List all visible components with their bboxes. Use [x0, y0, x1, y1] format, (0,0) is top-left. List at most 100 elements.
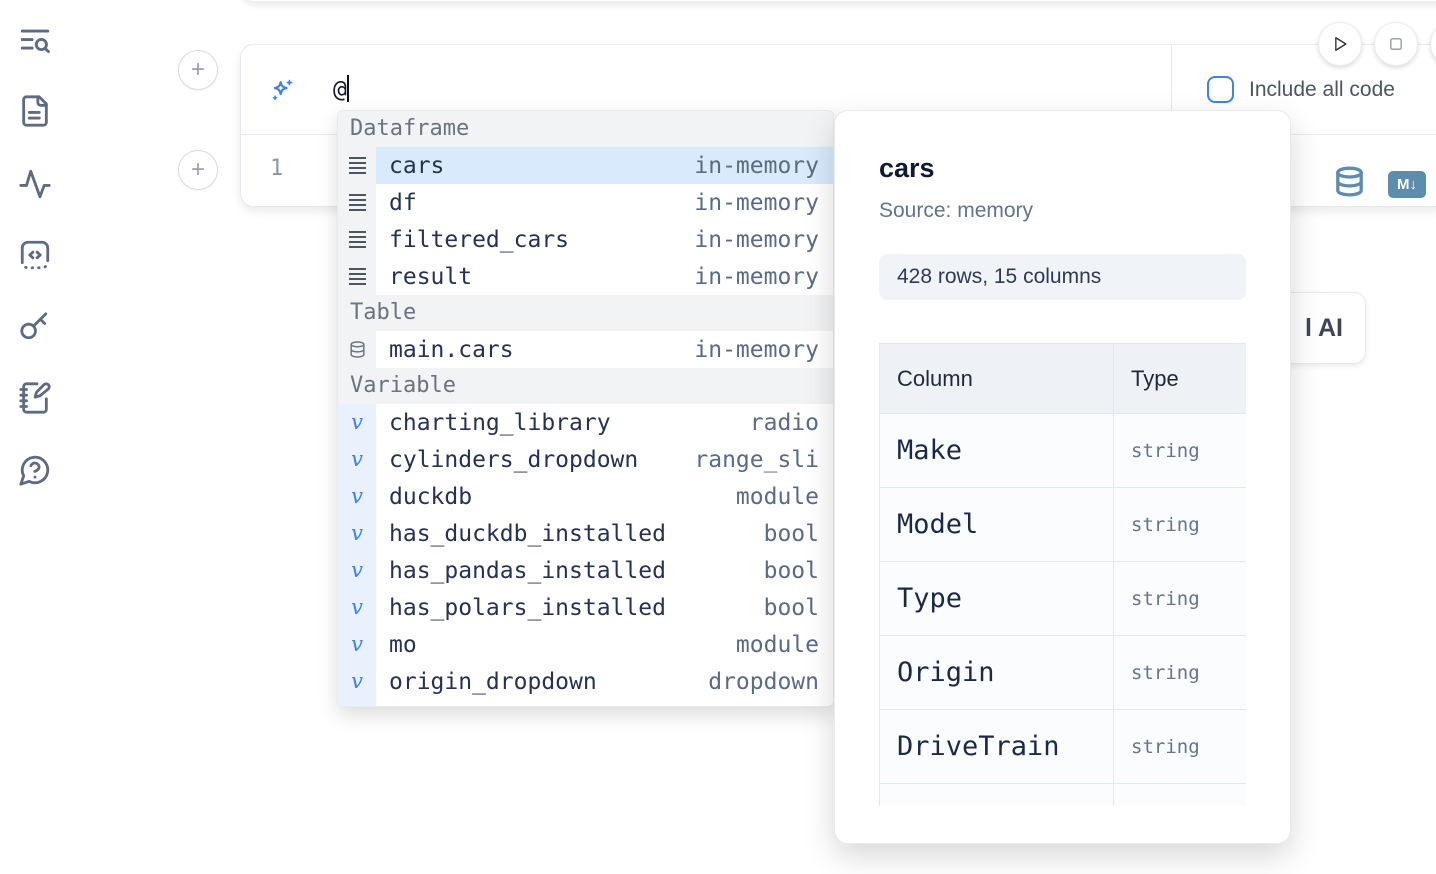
activity-icon[interactable] [17, 166, 53, 202]
column-name-cell: Model [879, 487, 1114, 562]
item-icon-cell: v [338, 404, 376, 441]
preview-shape-badge: 428 rows, 15 columns [879, 254, 1246, 300]
completion-item-result[interactable]: result in-memory [338, 258, 833, 295]
item-name: result [389, 263, 473, 290]
completion-section-header: Variable [338, 368, 833, 404]
item-type: module [735, 631, 819, 658]
preview-table-row [879, 783, 1246, 806]
column-name-cell: Origin [879, 635, 1114, 710]
add-cell-button-top[interactable]: + [178, 50, 218, 90]
item-name: has_duckdb_installed [389, 520, 666, 547]
item-icon-cell: v [338, 700, 376, 706]
item-icon-cell: v [338, 515, 376, 552]
text-cursor [346, 75, 349, 102]
add-cell-button-bottom[interactable]: + [178, 150, 218, 190]
column-type-cell: string [1113, 561, 1246, 636]
item-name: origin_dropdown [389, 668, 597, 695]
completion-item-pd[interactable]: vpdmodule [338, 700, 833, 707]
completion-item-cylinders_dropdown[interactable]: v cylinders_dropdown range_sli [338, 441, 833, 478]
item-name: filtered_cars [389, 226, 570, 253]
include-all-code-checkbox[interactable] [1207, 76, 1234, 103]
item-icon-cell: v [338, 626, 376, 663]
item-icon-cell [338, 221, 376, 258]
scratchpad-pen-icon[interactable] [17, 380, 53, 416]
item-name: charting_library [389, 409, 611, 436]
column-name-cell: Make [879, 413, 1114, 488]
dataframe-preview-popover: cars Source: memory 428 rows, 15 columns… [834, 110, 1291, 844]
file-document-icon[interactable] [17, 93, 53, 129]
column-type-cell: string [1113, 709, 1246, 784]
database-icon[interactable] [1333, 165, 1366, 203]
variable-icon: v [351, 410, 363, 434]
column-type-cell [1113, 783, 1246, 806]
item-name: has_pandas_installed [389, 557, 666, 584]
item-type: in-memory [694, 263, 819, 290]
item-icon-cell: v [338, 589, 376, 626]
ai-prompt-row: @ Include all code [241, 45, 1436, 134]
include-all-code-label: Include all code [1249, 77, 1395, 101]
ai-prompt-input[interactable]: @ [333, 75, 349, 103]
completion-item-has_pandas_installed[interactable]: v has_pandas_installed bool [338, 552, 833, 589]
item-type: module [735, 483, 819, 510]
divider [1171, 45, 1172, 134]
variable-icon: v [351, 558, 363, 582]
preview-title: cars [879, 153, 935, 183]
line-number: 1 [270, 156, 284, 181]
stop-button[interactable] [1374, 22, 1418, 66]
item-icon-cell [338, 331, 376, 368]
item-name: cars [389, 152, 445, 179]
completion-item-has_duckdb_installed[interactable]: v has_duckdb_installed bool [338, 515, 833, 552]
key-icon[interactable] [17, 308, 53, 344]
item-name: cylinders_dropdown [389, 446, 639, 473]
preview-source: Source: memory [879, 199, 1034, 222]
markdown-icon[interactable]: M↓ [1388, 170, 1426, 198]
run-cell-button[interactable] [1318, 22, 1362, 66]
cell-action-icons: M↓ [1333, 165, 1426, 203]
variable-icon: v [351, 447, 363, 471]
item-type: dropdown [708, 668, 819, 695]
item-icon-cell: v [338, 441, 376, 478]
column-type-cell: string [1113, 413, 1246, 488]
variable-icon: v [351, 521, 363, 545]
variable-icon: v [351, 669, 363, 693]
type-header: Type [1113, 343, 1246, 414]
item-icon-cell [338, 258, 376, 295]
item-icon-cell [338, 147, 376, 184]
sidebar [0, 0, 72, 874]
item-icon-cell: v [338, 663, 376, 700]
table-database-icon [349, 341, 365, 358]
item-type: bool [763, 557, 819, 584]
help-chat-icon[interactable] [17, 452, 53, 488]
item-type: bool [763, 520, 819, 547]
completion-section-header: Table [338, 295, 833, 331]
code-snippets-icon[interactable] [17, 237, 53, 273]
column-name-cell: Type [879, 561, 1114, 636]
item-icon-cell: v [338, 552, 376, 589]
item-type: range_sli [694, 446, 819, 473]
item-icon-cell [338, 184, 376, 221]
item-name: pd [389, 706, 417, 707]
item-icon-cell: v [338, 478, 376, 515]
item-type: bool [763, 594, 819, 621]
list-search-icon[interactable] [17, 23, 53, 59]
completion-item-origin_dropdown[interactable]: v origin_dropdown dropdown [338, 663, 833, 700]
column-name-cell [879, 783, 1114, 806]
item-name: duckdb [389, 483, 473, 510]
